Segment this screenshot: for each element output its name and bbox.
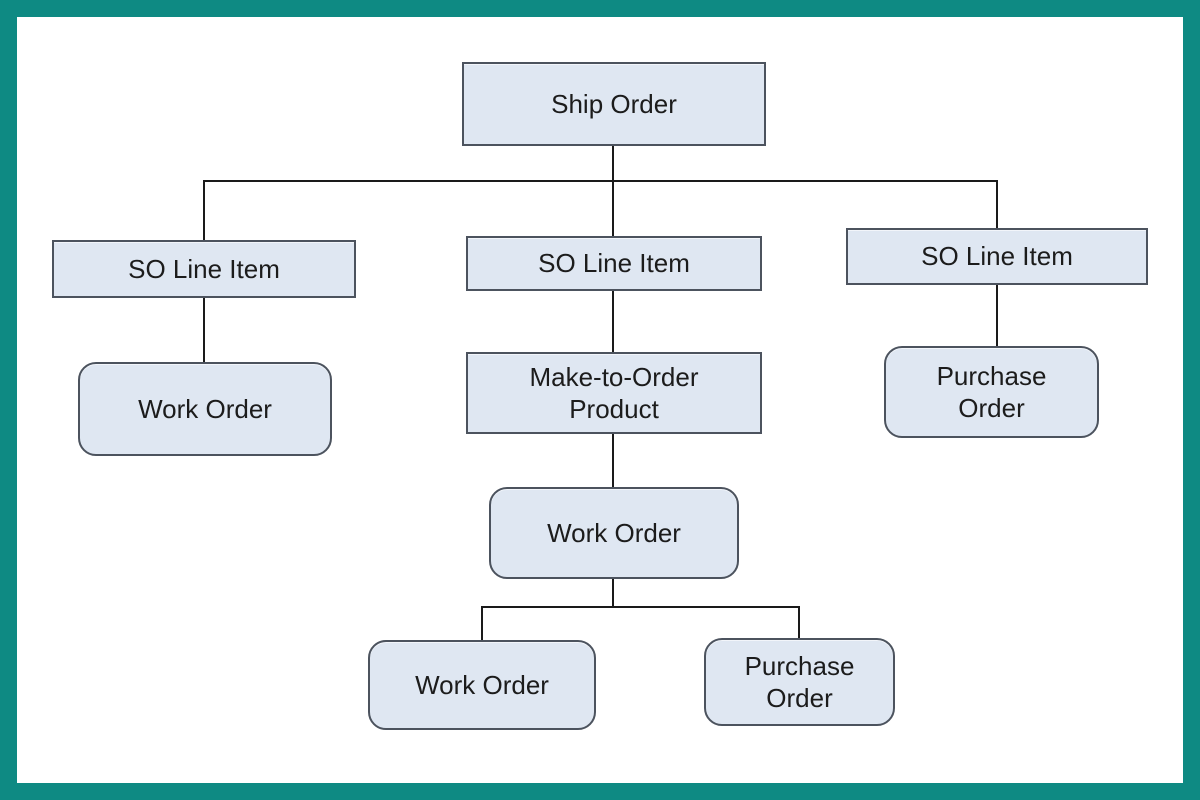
node-so-line-item-middle: SO Line Item [466,236,762,291]
node-purchase-order-right-label: Purchase Order [936,360,1047,424]
node-ship-order-label: Ship Order [551,88,677,119]
node-make-to-order-product: Make-to-Order Product [466,352,762,434]
node-ship-order: Ship Order [462,62,766,146]
node-so-line-item-middle-label: SO Line Item [538,248,690,279]
connector-middle-to-mto [612,289,614,353]
connector-right-to-purchaseorder [996,283,998,347]
node-work-order-middle: Work Order [489,487,739,579]
node-purchase-order-right: Purchase Order [884,346,1099,438]
connector-drop-bottom-right [798,606,800,639]
node-so-line-item-right: SO Line Item [846,228,1148,285]
node-work-order-bottom-label: Work Order [415,669,549,700]
node-work-order-left-label: Work Order [138,393,272,424]
connector-drop-bottom-left [481,606,483,641]
node-so-line-item-left-label: SO Line Item [128,253,280,284]
node-so-line-item-left: SO Line Item [52,240,356,298]
node-work-order-left: Work Order [78,362,332,456]
node-work-order-middle-label: Work Order [547,517,681,548]
connector-top-horizontal [203,180,998,182]
connector-mto-to-workorder [612,433,614,487]
node-so-line-item-right-label: SO Line Item [921,241,1073,272]
connector-left-to-workorder [203,296,205,363]
connector-bottom-horizontal [481,606,800,608]
node-purchase-order-bottom-label: Purchase Order [744,650,855,714]
connector-ship-to-middle [612,145,614,237]
node-purchase-order-bottom: Purchase Order [704,638,895,726]
connector-drop-left [203,180,205,241]
connector-drop-right [996,180,998,229]
node-make-to-order-product-label: Make-to-Order Product [529,361,699,425]
node-work-order-bottom: Work Order [368,640,596,730]
connector-workorder-down [612,577,614,608]
